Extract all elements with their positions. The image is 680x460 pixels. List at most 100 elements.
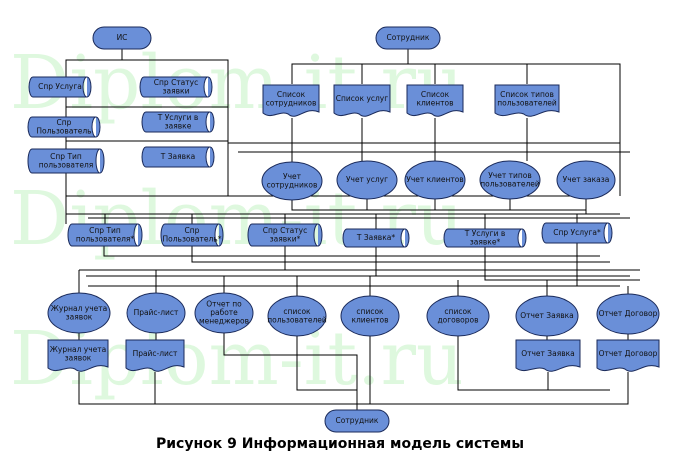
oval-shape xyxy=(267,295,327,337)
oval-shape xyxy=(596,293,660,335)
cyl-shape xyxy=(541,222,613,244)
cyl-shape xyxy=(443,228,527,248)
node-label: ИС xyxy=(117,33,128,42)
node-label: Т Заявка xyxy=(160,152,195,161)
cyl-shape xyxy=(28,76,92,98)
oval-shape xyxy=(336,160,398,200)
oval-shape xyxy=(194,292,254,334)
oval-shape xyxy=(556,160,616,200)
oval-shape xyxy=(340,295,400,337)
connector-line xyxy=(78,372,357,405)
otchet-dogovor-doc-node: Отчет Договор xyxy=(596,339,660,372)
node-label: Сотрудник xyxy=(336,416,379,425)
doc-shape xyxy=(494,84,560,117)
uchet-zakaza-node: Учет заказа xyxy=(556,160,616,200)
employee-bottom-node: Сотрудник xyxy=(324,409,390,433)
doc-shape xyxy=(262,84,320,117)
otchet-zayavka-doc-node: Отчет Заявка xyxy=(515,339,581,372)
uchet-uslug-node: Учет услуг xyxy=(336,160,398,200)
spisok-uslug-node: Список услуг xyxy=(333,84,391,117)
cyl-shape xyxy=(342,228,410,248)
term-shape xyxy=(375,26,441,50)
figure-caption: Рисунок 9 Информационная модель системы xyxy=(155,436,524,452)
cyl-shape xyxy=(27,116,101,138)
doc-shape xyxy=(406,84,464,117)
oval-shape xyxy=(515,295,579,337)
cyl-shape xyxy=(160,223,224,247)
node-label: Отчет Заявка xyxy=(521,349,575,358)
oval-shape xyxy=(404,160,466,200)
node-label: Спр Услуга xyxy=(38,82,82,91)
t-zayavka-node: Т Заявка xyxy=(141,146,215,168)
term-shape xyxy=(92,26,152,50)
prays-list-doc-node: Прайс-лист xyxy=(125,339,185,372)
connector-line xyxy=(484,247,640,281)
connector-line xyxy=(291,49,409,84)
oval-shape xyxy=(126,292,186,334)
node-label: Отчет Заявка xyxy=(520,311,574,320)
doc-shape xyxy=(333,84,391,117)
cyl-shape xyxy=(139,76,213,98)
oval-shape xyxy=(261,161,323,201)
cyl-shape xyxy=(141,146,215,168)
otchet-zayavka-node: Отчет Заявка xyxy=(515,295,579,337)
connector-line xyxy=(191,246,610,263)
oval-shape xyxy=(426,295,490,337)
node-label: Учет услуг xyxy=(346,175,388,184)
cyl-shape xyxy=(141,111,215,133)
doc-shape xyxy=(596,339,660,372)
doc-shape xyxy=(47,339,109,372)
doc-shape xyxy=(515,339,581,372)
node-label: Т Заявка* xyxy=(356,233,395,242)
connector-line xyxy=(296,336,357,391)
connector-line xyxy=(457,336,610,391)
connector-line xyxy=(122,59,229,196)
connector-line xyxy=(223,333,358,410)
is-node: ИС xyxy=(92,26,152,50)
prays-list-node: Прайс-лист xyxy=(126,292,186,334)
oval-shape xyxy=(479,160,541,200)
node-label: Сотрудник xyxy=(387,33,430,42)
node-label: Учет клиентов xyxy=(406,175,463,184)
cyl-shape xyxy=(67,223,143,247)
spr-uslug-node: Спр Услуга xyxy=(28,76,92,98)
connector-line xyxy=(103,246,600,257)
node-label: Прайс-лист xyxy=(133,349,178,358)
node-label: Спр Услуга* xyxy=(553,228,601,237)
doc-shape xyxy=(125,339,185,372)
connector-line xyxy=(357,372,629,405)
uchet-klientov-node: Учет клиентов xyxy=(404,160,466,200)
oval-shape xyxy=(47,292,111,334)
node-label: Учет заказа xyxy=(563,175,610,184)
cyl-shape xyxy=(27,148,105,174)
connector-line xyxy=(65,49,228,197)
